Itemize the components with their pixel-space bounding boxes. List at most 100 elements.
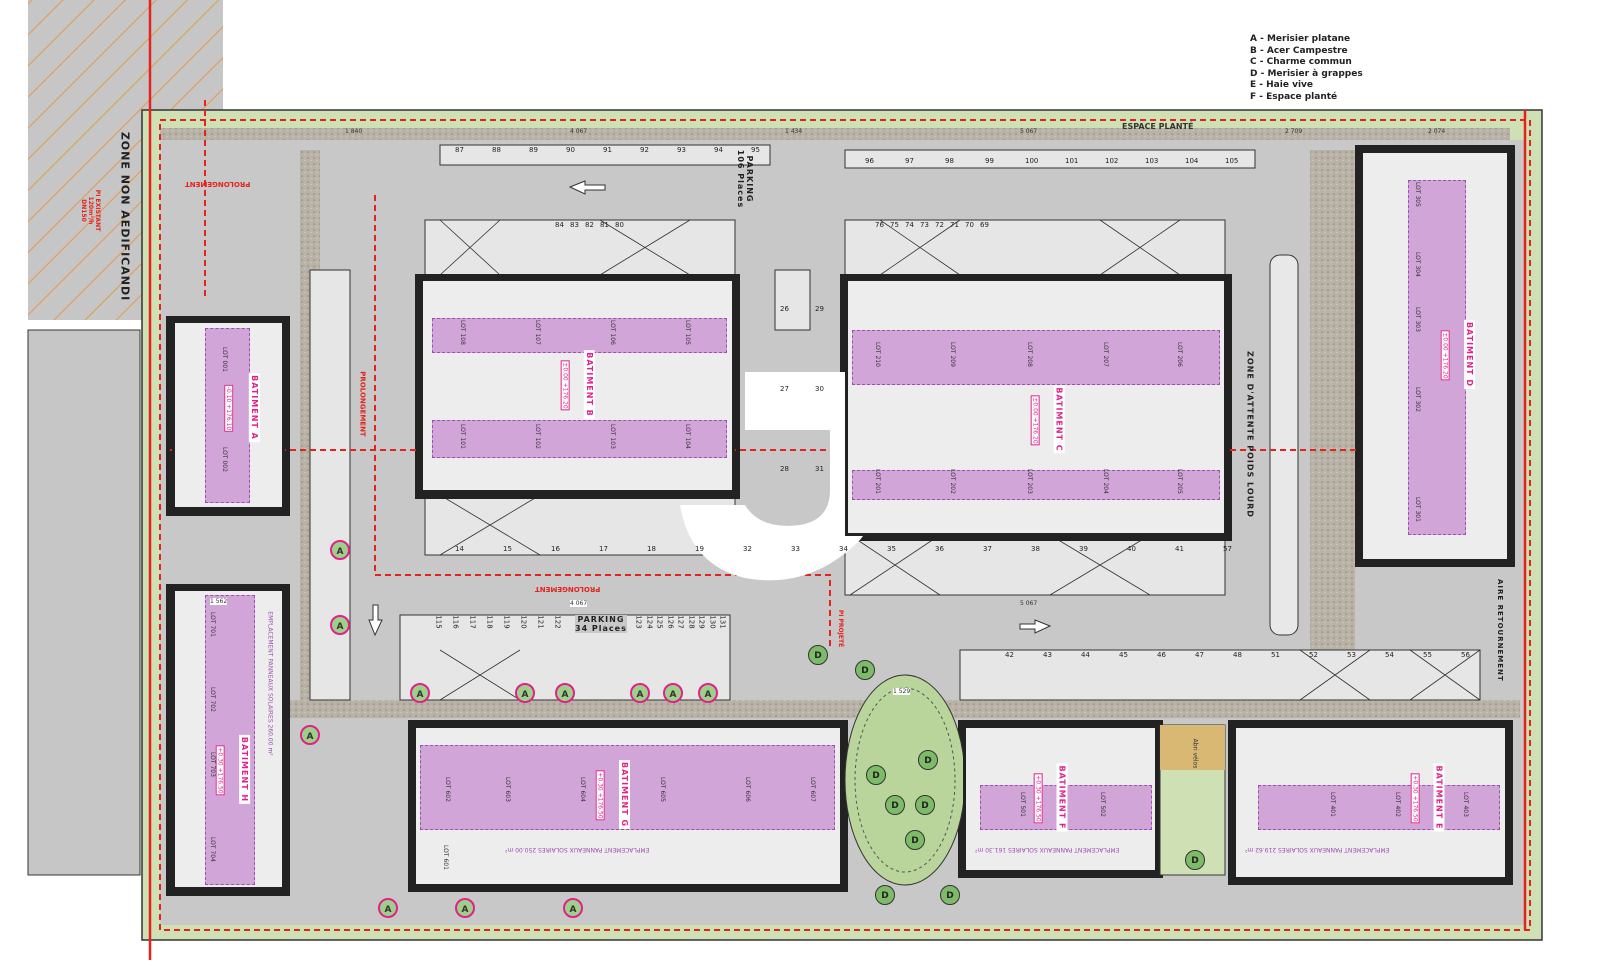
abri-velos-label: Abri vélos xyxy=(1191,738,1199,769)
espace-plante-label: ESPACE PLANTÉ xyxy=(1122,122,1194,131)
lot-label: LOT 201 xyxy=(873,469,881,494)
lot-label: LOT 607 xyxy=(808,777,816,802)
parking-space-number: 93 xyxy=(677,146,686,154)
parking-space-number: 87 xyxy=(455,146,464,154)
tree-a-icon: A xyxy=(563,898,583,918)
lot-roof-band xyxy=(852,470,1220,500)
building-elevation: +0.30 +176.50 xyxy=(215,745,225,796)
lot-label: LOT 305 xyxy=(1413,182,1421,207)
parking-space-number: 90 xyxy=(566,146,575,154)
parking-space-number: 122 xyxy=(553,615,562,629)
tree-a-icon: A xyxy=(330,540,350,560)
parking-space-number: 89 xyxy=(529,146,538,154)
tree-d-icon: D xyxy=(885,795,905,815)
lot-label: LOT 501 xyxy=(1018,792,1026,817)
solar-label-g: EMPLACEMENT PANNEAUX SOLAIRES 250.00 m² xyxy=(505,846,650,853)
lot-label: LOT 103 xyxy=(608,424,616,449)
parking-space-number: 52 xyxy=(1309,651,1318,659)
parking-space-number: 55 xyxy=(1423,651,1432,659)
lot-label: LOT 401 xyxy=(1328,792,1336,817)
lot-label: LOT 208 xyxy=(1025,342,1033,367)
zone-non-aedificandi-label: ZONE NON AEDIFICANDI xyxy=(118,131,132,302)
lot-label: LOT 605 xyxy=(658,777,666,802)
building-elevation: +0.30 +176.50 xyxy=(1410,773,1420,824)
parking-space-number: 72 xyxy=(935,221,944,229)
aire-retournement-label: AIRE RETOURNEMENT xyxy=(1496,579,1504,682)
parking-space-number: 123 xyxy=(634,615,643,629)
parking-space-number: 102 xyxy=(1105,157,1119,165)
building-label: BATIMENT E xyxy=(1433,763,1445,832)
legend-item: D - Merisier à grappes xyxy=(1250,68,1363,79)
parking-space-number: 32 xyxy=(743,545,752,553)
parking-space-number: 130 xyxy=(708,615,717,629)
tree-d-icon: D xyxy=(915,795,935,815)
parking-space-number: 19 xyxy=(695,545,704,553)
parking-space-number: 73 xyxy=(920,221,929,229)
building-label: BATIMENT C xyxy=(1053,385,1065,454)
legend-item: C - Charme commun xyxy=(1250,57,1352,67)
tree-d-icon: D xyxy=(905,830,925,850)
parking-space-number: 43 xyxy=(1043,651,1052,659)
tree-d-icon: D xyxy=(940,885,960,905)
lot-label: LOT 108 xyxy=(458,320,466,345)
lot-label: LOT 202 xyxy=(948,469,956,494)
parking-space-number: 83 xyxy=(570,221,579,229)
dimension: 5 067 xyxy=(1020,128,1038,135)
tree-a-icon: A xyxy=(300,725,320,745)
parking-space-number: 40 xyxy=(1127,545,1136,553)
parking-space-number: 88 xyxy=(492,146,501,154)
parking-space-number: 48 xyxy=(1233,651,1242,659)
parking-space-number: 37 xyxy=(983,545,992,553)
lot-label: LOT 106 xyxy=(608,320,616,345)
parking-space-number: 26 xyxy=(780,305,789,313)
legend-item: E - Haie vive xyxy=(1250,80,1313,90)
building-elevation: ±0.00 +176.20 xyxy=(560,360,570,411)
lot-label: LOT 702 xyxy=(208,687,216,712)
parking-space-number: 51 xyxy=(1271,651,1280,659)
parking-space-number: 27 xyxy=(780,385,789,393)
zone-attente-label: ZONE D'ATTENTE POIDS LOURD xyxy=(1245,351,1255,518)
dimension: 1 529 xyxy=(893,688,911,695)
lot-roof-band xyxy=(1258,785,1500,830)
building-elevation: ±0.00 +176.20 xyxy=(1030,395,1040,446)
parking-space-number: 54 xyxy=(1385,651,1394,659)
parking-space-number: 81 xyxy=(600,221,609,229)
building-elevation: +0.30 +176.50 xyxy=(1033,773,1043,824)
parking-space-number: 101 xyxy=(1065,157,1079,165)
parking-space-number: 117 xyxy=(468,615,477,629)
lot-label: LOT 603 xyxy=(503,777,511,802)
parking-space-number: 34 xyxy=(839,545,848,553)
solar-label-e: EMPLACEMENT PANNEAUX SOLAIRES 219.62 m² xyxy=(1245,846,1390,853)
parking-space-number: 76 xyxy=(875,221,884,229)
building-elevation: ±0.00 +176.20 xyxy=(1440,330,1450,381)
parking-space-number: 33 xyxy=(791,545,800,553)
parking-south-title: PARKING xyxy=(577,615,625,624)
legend-item: F - Espace planté xyxy=(1250,91,1338,102)
parking-space-number: 128 xyxy=(687,615,696,629)
parking-space-number: 129 xyxy=(697,615,706,629)
building-label: BATIMENT F xyxy=(1056,763,1068,832)
parking-space-number: 30 xyxy=(815,385,824,393)
tree-a-icon: A xyxy=(630,683,650,703)
dimension: 2 074 xyxy=(1428,128,1446,135)
parking-space-number: 127 xyxy=(676,615,685,629)
parking-space-number: 124 xyxy=(645,615,654,629)
tree-legend: A - Merisier platane B - Acer Campestre … xyxy=(1250,34,1363,103)
parking-space-number: 115 xyxy=(434,615,443,629)
dimension: 1 434 xyxy=(785,128,803,135)
parking-space-number: 96 xyxy=(865,157,874,165)
lot-label: LOT 301 xyxy=(1413,497,1421,522)
parking-space-number: 35 xyxy=(887,545,896,553)
parking-space-number: 82 xyxy=(585,221,594,229)
tree-d-icon: D xyxy=(918,750,938,770)
parking-space-number: 57 xyxy=(1223,545,1232,553)
lot-label: LOT 604 xyxy=(578,777,586,802)
parking-space-number: 97 xyxy=(905,157,914,165)
lot-label: LOT 606 xyxy=(743,777,751,802)
tree-a-icon: A xyxy=(663,683,683,703)
parking-space-number: 103 xyxy=(1145,157,1159,165)
lot-label: LOT 403 xyxy=(1461,792,1469,817)
tree-a-icon: A xyxy=(330,615,350,635)
pi-projete-label: PI PROJETÉ xyxy=(837,609,845,648)
